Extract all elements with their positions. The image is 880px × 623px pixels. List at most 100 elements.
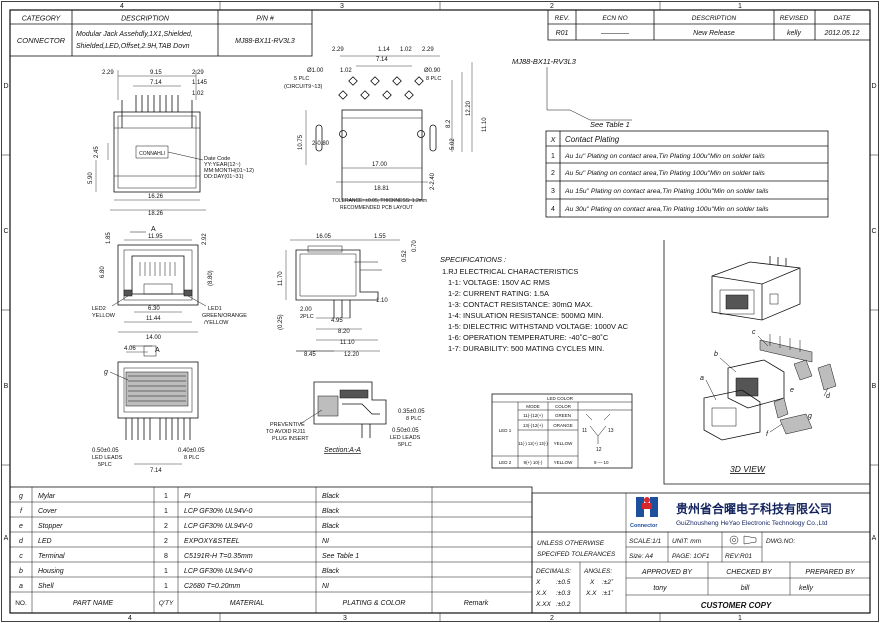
led-table-title: LED COLOR [547, 396, 574, 401]
side-dim-025: (0.25) [278, 314, 284, 330]
approved-by-label: APPROVED BY [641, 569, 694, 576]
bom-row-d-material: EXPOXY&STEEL [184, 538, 240, 545]
zone-top-1: 1 [738, 3, 742, 10]
face-contacts [139, 262, 176, 276]
title-block: Connector 贵州省合曜电子科技有限公司 GuiZhousheng HeY… [531, 492, 871, 614]
checker-name: bill [741, 585, 750, 592]
bom-row-a-part: Shell [38, 583, 54, 590]
bom-row-f-id: f [20, 508, 23, 515]
bom-row-b-id: b [19, 568, 23, 575]
spec-title: SPECIFICATIONS : [440, 255, 506, 264]
front-dim-229-right: 2.29 [192, 70, 204, 76]
pcb-hole-2: Ø0.90 [424, 68, 441, 74]
page-label: PAGE: 1OF1 [672, 553, 710, 560]
spec-line-2: 1-1: VOLTAGE: 150V AC RMS [448, 278, 550, 287]
side-dim-110: 1.10 [376, 298, 388, 304]
bom-row-d-part: LED [38, 538, 52, 545]
spec-line-6: 1-5: DIELECTRIC WITHSTAND VOLTAGE: 1000V… [448, 322, 629, 331]
bom-row-g-qty: 1 [164, 493, 168, 500]
side-dim-845: 8.45 [304, 352, 316, 358]
rev-row-desc: New Release [693, 30, 735, 37]
bottom-leads [125, 418, 191, 440]
bom-row-c-plating: See Table 1 [322, 553, 359, 560]
section-dim-050: 0.50±0.05 [392, 428, 419, 434]
section-a-a: PREVENTIVE TO AVOID RJ11 PLUG INSERT 0.3… [266, 381, 425, 454]
pcb-dim-82: 8.2 [446, 119, 452, 128]
face-dim-185: 1.85 [106, 232, 112, 244]
bom-row-c-id: c [19, 553, 23, 560]
bom-row-a-id: a [19, 583, 23, 590]
date-code-title: Date Code [204, 156, 230, 162]
ang-xx-val: :±1˚ [602, 589, 614, 597]
bom-row-b-qty: 1 [164, 568, 168, 575]
bom-row-c-part: Terminal [38, 553, 65, 560]
face-section-a-top: A [151, 226, 156, 233]
bottom-lead-dim-right: 0.40±0.05 [178, 448, 205, 454]
bottom-lead-label-left: LED LEADS [92, 455, 123, 461]
pn-label: P/N # [256, 16, 274, 23]
bom-row-g-part: Mylar [38, 493, 56, 500]
pcb-circuit: (CIRCUIT9~13) [284, 84, 323, 90]
dec-xxx-key: X.XX [535, 601, 551, 608]
specifications: SPECIFICATIONS : 1.RJ ELECTRICAL CHARACT… [440, 255, 629, 353]
face-section-a-bottom: A [155, 347, 160, 354]
face-dim-880: (8.80) [208, 270, 214, 286]
pcb-dim-229-left: 2.29 [332, 47, 344, 53]
description-line1: Modular Jack Assehdly,1X1,Shielded, [76, 31, 193, 38]
bom-header-remark: Remark [464, 600, 489, 607]
dec-xx-val: :±0.3 [556, 590, 571, 597]
ang-xx-key: X.X [585, 590, 597, 597]
led-schematic: 11 13 12 9 — 10 [582, 413, 614, 465]
approver-name: tony [653, 585, 667, 592]
bom-row-f-qty: 1 [164, 508, 168, 515]
rev-header-ecn: ECN NO [602, 15, 627, 22]
pcb-8plc: 8 PLC [426, 76, 441, 82]
plating-row-3-text: Au 15u" Plating on contact area,Tin Plat… [564, 188, 769, 195]
led-color-1: GREEN [555, 413, 571, 418]
led1-color-1: GREEN/ORANGE [202, 313, 247, 319]
bom-row-e-plating: Black [322, 523, 340, 530]
rev-header-revised: REVISED [780, 15, 809, 22]
date-code-yy: YY:YEAR(12~) [204, 162, 241, 168]
plating-row-2-n: 2 [551, 170, 555, 177]
led1-color-2: /YELLOW [204, 320, 229, 326]
date-code-mm: MM:MONTH(01~12) [204, 168, 254, 174]
angles-label: ANGLES: [583, 568, 612, 575]
zone-right-D: D [871, 83, 876, 90]
dec-xx-key: X.X [535, 590, 547, 597]
scale-label: SCALE:1/1 [629, 538, 662, 545]
pcb-pin-holes [338, 76, 424, 100]
category-label: CATEGORY [22, 16, 62, 23]
plating-row-3-n: 3 [551, 188, 555, 195]
side-dim-200: 2.00 [300, 307, 312, 313]
front-dim-229-left: 2.29 [102, 70, 114, 76]
bom-row-b-material: LCP GF30% UL94V-0 [184, 568, 252, 575]
dwg-no-label: DWG.NO: [766, 538, 795, 545]
zone-bottom-1: 1 [738, 615, 742, 622]
plating-row-2-text: Au 5u" Plating on contact area,Tin Plati… [564, 170, 765, 177]
dec-xxx-val: :±0.2 [556, 601, 571, 608]
bom-row-g-plating: Black [322, 493, 340, 500]
side-dim-070: 0.70 [412, 240, 418, 252]
section-8plc: 8 PLC [406, 416, 421, 422]
side-2plc: 2PLC [300, 314, 314, 320]
bottom-hatching [128, 375, 186, 402]
bom-row-b-plating: Black [322, 568, 340, 575]
size-label: Size: A4 [629, 553, 653, 560]
zone-bottom-2: 2 [550, 615, 554, 622]
led-color-2: ORANGE [553, 423, 573, 428]
led-mode-1: 11(-)12(+) [523, 413, 543, 418]
side-dim-495: 4.95 [331, 318, 343, 324]
led-pin-12: 12 [596, 447, 602, 453]
bom-row-g-id: g [19, 493, 23, 500]
rev-row-rev: R01 [556, 30, 569, 37]
section-avoid-rj11: TO AVOID RJ11 [266, 429, 305, 435]
face-dim-630: 6.30 [148, 306, 160, 312]
led-header-color: COLOR [555, 404, 572, 409]
pcb-dim-1075: 10.75 [298, 134, 304, 150]
spec-line-7: 1-6: OPERATION TEMPERATURE: -40˚C~80˚C [448, 333, 609, 342]
rev-row-date: 2012.05.12 [823, 30, 859, 37]
bom-header-part: PART NAME [73, 600, 114, 607]
led-mode-4: 9(+) 10(-) [524, 460, 543, 465]
